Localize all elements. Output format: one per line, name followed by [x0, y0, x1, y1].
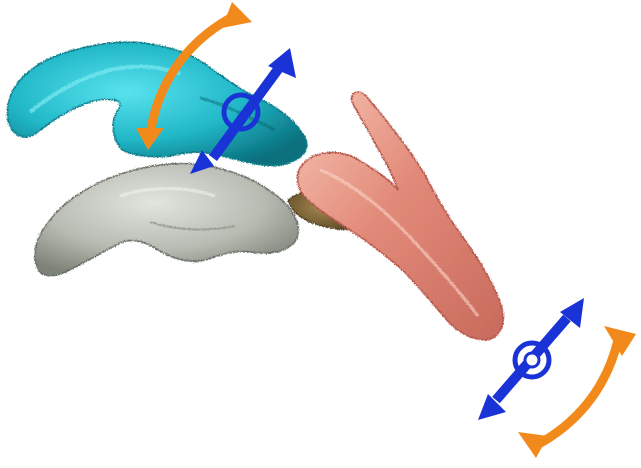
- lower-rotation-arc[interactable]: [518, 326, 636, 458]
- gray-bone-structure: [34, 162, 299, 277]
- lower-rotation-gizmo[interactable]: [478, 298, 636, 458]
- lower-translate-axis[interactable]: [478, 298, 584, 420]
- upper-translate-axis[interactable]: [190, 48, 296, 174]
- lower-pivot-ring[interactable]: [512, 340, 552, 380]
- salmon-bone-structure: [296, 91, 504, 341]
- upper-rotation-gizmo[interactable]: [136, 2, 296, 174]
- upper-rotation-arc[interactable]: [136, 2, 252, 150]
- upper-pivot-ring[interactable]: [221, 92, 261, 132]
- lower-pivot-center: [523, 351, 541, 369]
